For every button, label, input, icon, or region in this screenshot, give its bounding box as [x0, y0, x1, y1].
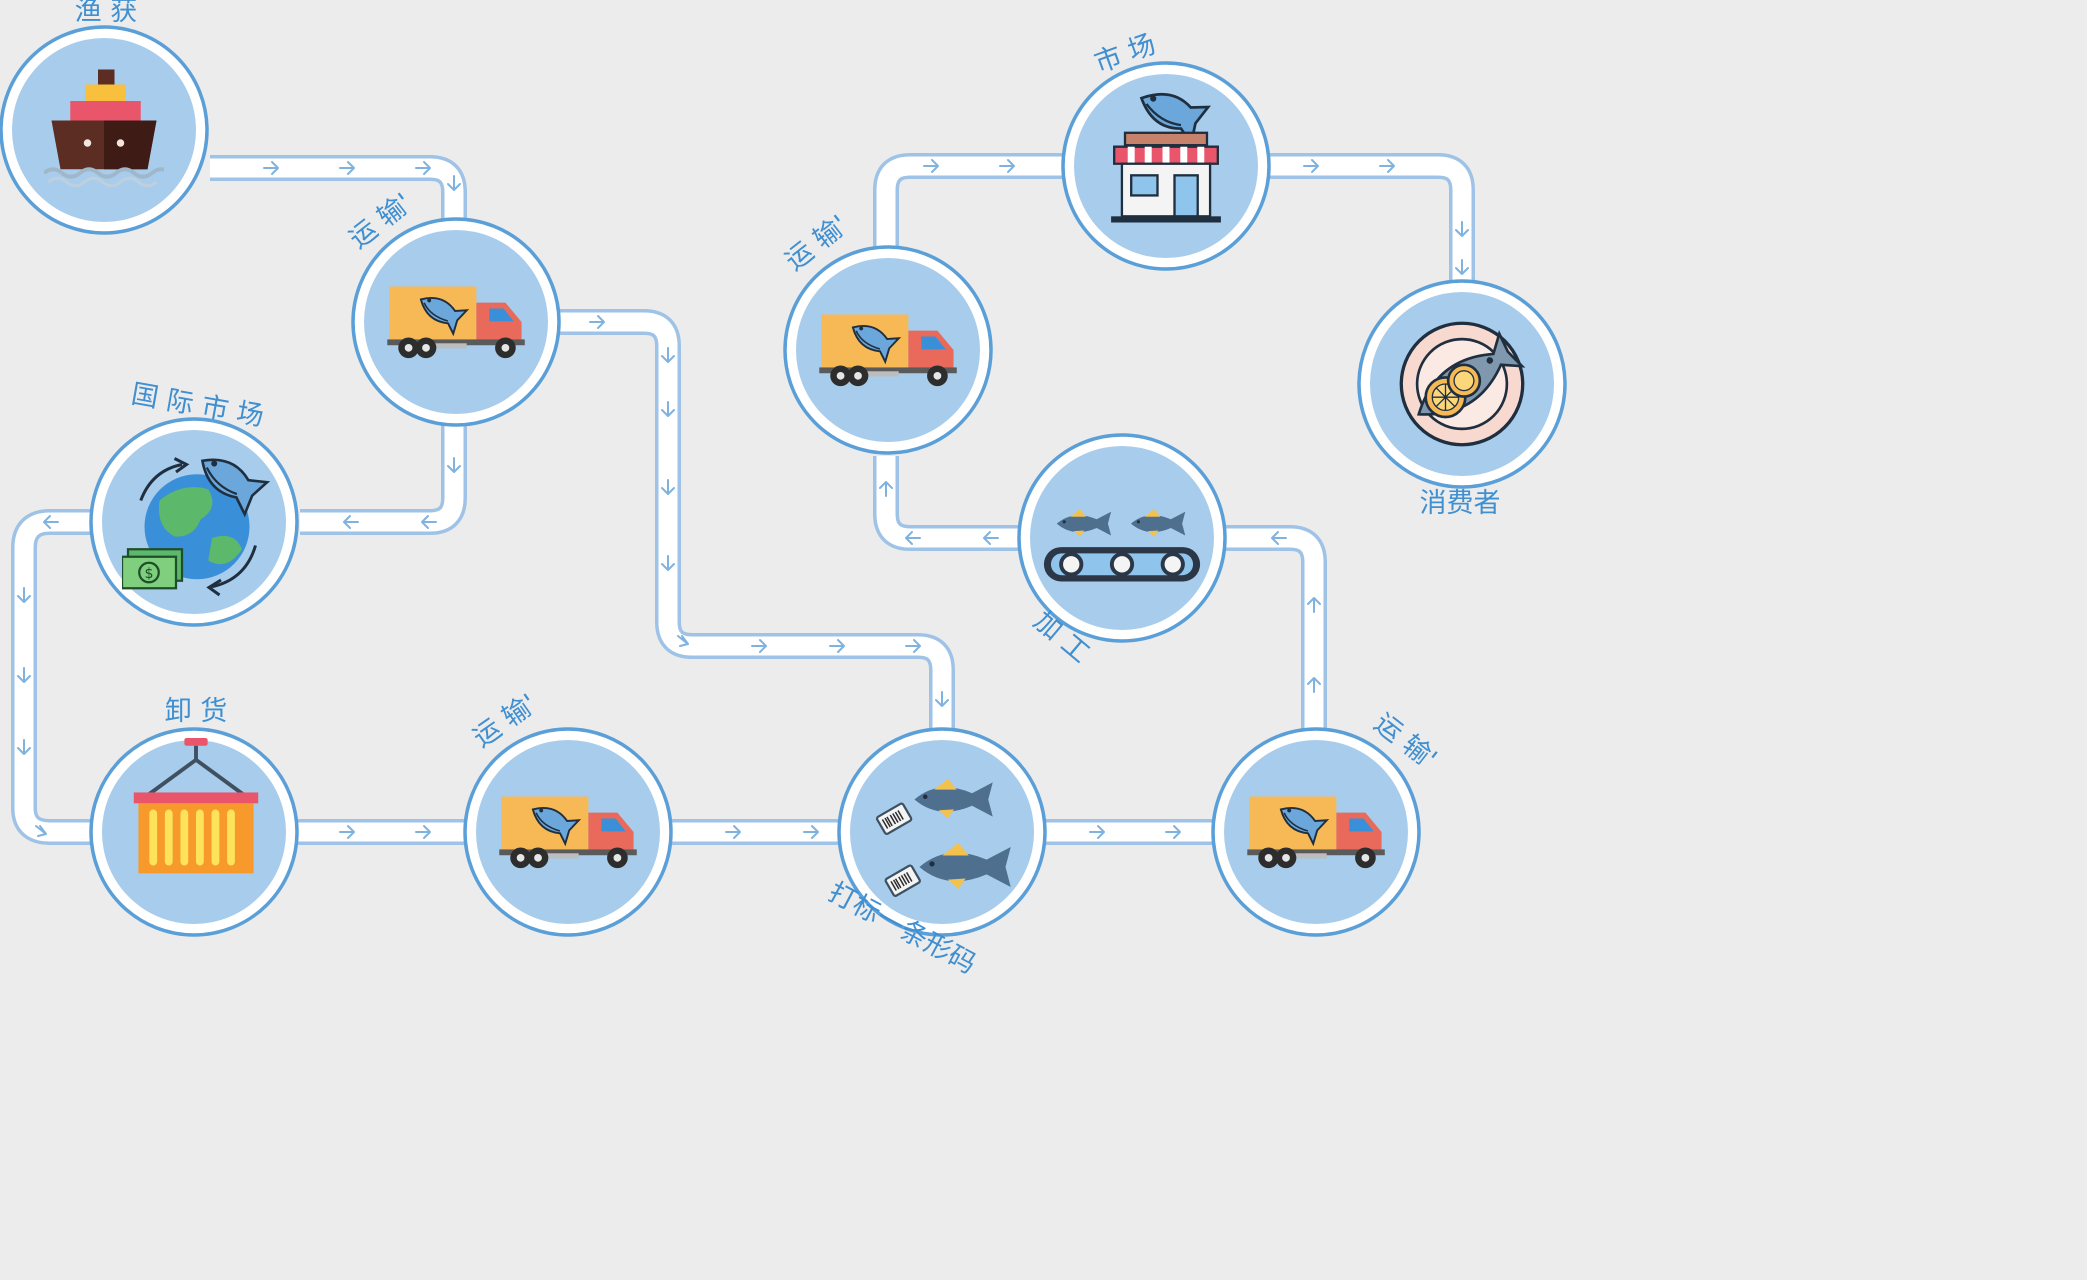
arrow-down-icon [1455, 221, 1469, 237]
arrow-right-icon [1303, 159, 1319, 173]
arrow-right-icon [1379, 159, 1395, 173]
arrow-up-icon [1307, 677, 1321, 693]
arrow-down-icon [935, 691, 949, 707]
node-transport-4 [783, 245, 993, 455]
arrow-right-icon [263, 161, 279, 175]
arrow-left-icon [983, 531, 999, 545]
arrow-right-icon [999, 159, 1015, 173]
arrow-right-icon [829, 639, 845, 653]
pipe-market-to-consumer [1266, 153, 1475, 286]
arrow-right-icon [803, 825, 819, 839]
pipe-transport4-to-market [873, 153, 1066, 246]
arrow-right-icon [415, 161, 431, 175]
arrow-left-icon [905, 531, 921, 545]
arrow-left-icon [1271, 531, 1287, 545]
arrow-right-icon [35, 825, 47, 837]
arrow-right-icon [677, 635, 689, 647]
flow-arrows [17, 159, 1469, 839]
pipe-intl-to-unload [11, 509, 92, 845]
arrow-left-icon [421, 515, 437, 529]
arrow-right-icon [751, 639, 767, 653]
pipe-processing-to-transport4 [873, 456, 1020, 551]
node-catch [0, 25, 209, 235]
pipe-transport1-to-intl [300, 420, 467, 535]
arrow-down-icon [447, 175, 461, 191]
arrow-up-icon [1307, 597, 1321, 613]
arrow-down-icon [447, 457, 461, 473]
arrow-right-icon [905, 639, 921, 653]
arrow-left-icon [343, 515, 359, 529]
arrow-right-icon [339, 825, 355, 839]
arrow-right-icon [725, 825, 741, 839]
node-transport-1 [351, 217, 561, 427]
arrow-down-icon [661, 479, 675, 495]
node-processing [1017, 433, 1227, 643]
arrow-right-icon [589, 315, 605, 329]
arrow-down-icon [661, 347, 675, 363]
node-market [1061, 61, 1271, 271]
arrow-up-icon [879, 481, 893, 497]
node-international-market [89, 417, 299, 627]
node-unload [89, 727, 299, 937]
arrow-right-icon [415, 825, 431, 839]
node-transport-3 [1211, 727, 1421, 937]
node-consumer [1357, 279, 1567, 489]
arrow-down-icon [661, 555, 675, 571]
arrow-down-icon [1455, 259, 1469, 275]
pipe-transport3-to-processing [1222, 525, 1327, 730]
node-transport-2 [463, 727, 673, 937]
arrow-right-icon [923, 159, 939, 173]
pipe-transport1-to-barcode [556, 309, 955, 728]
node-barcode [837, 727, 1047, 937]
arrow-down-icon [661, 401, 675, 417]
arrow-left-icon [43, 515, 59, 529]
arrow-down-icon [17, 587, 31, 603]
arrow-right-icon [339, 161, 355, 175]
arrow-down-icon [17, 739, 31, 755]
arrow-right-icon [1165, 825, 1181, 839]
label-consumer: 消费者 [1420, 488, 1501, 519]
label-unload: 卸 货 [165, 696, 228, 727]
fish-plate-icon [1399, 321, 1525, 447]
arrow-down-icon [17, 667, 31, 683]
label-catch: 渔 获 [75, 0, 138, 27]
arrow-right-icon [1089, 825, 1105, 839]
